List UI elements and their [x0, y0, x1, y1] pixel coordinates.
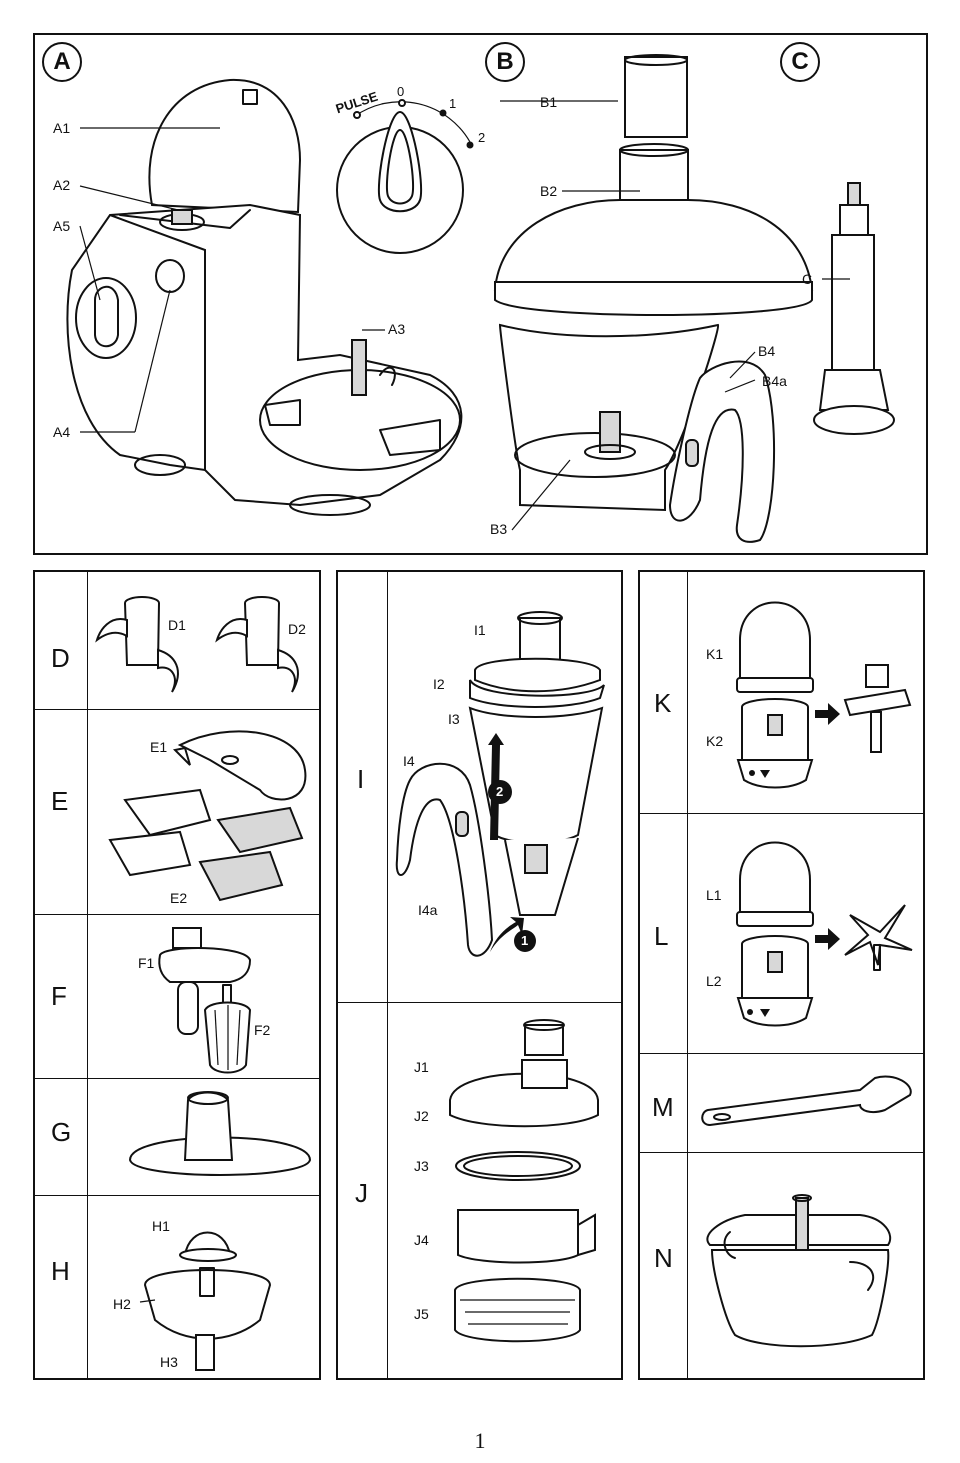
section-l-letter: L — [654, 921, 669, 951]
section-g-letter: G — [51, 1117, 72, 1147]
dial-off-label: 0 — [397, 84, 405, 99]
label-i4a: I4a — [418, 902, 438, 918]
section-f-letter: F — [51, 981, 67, 1011]
section-d-letter: D — [51, 643, 70, 673]
section-j — [336, 1002, 623, 1380]
label-b4a: B4a — [762, 373, 787, 389]
section-a-badge: A — [42, 42, 82, 82]
label-a4: A4 — [53, 424, 71, 440]
label-e1: E1 — [150, 739, 168, 755]
step-1-marker: 1 — [521, 933, 529, 948]
label-h2: H2 — [113, 1296, 131, 1312]
label-b2: B2 — [540, 183, 558, 199]
section-k-letter: K — [654, 688, 672, 718]
label-k1: K1 — [706, 646, 724, 662]
section-n-letter: N — [654, 1243, 673, 1273]
motor-unit-illustration — [66, 54, 895, 543]
section-c-badge: C — [780, 42, 820, 82]
label-b3: B3 — [490, 521, 508, 537]
label-a1: A1 — [53, 120, 71, 136]
label-i4: I4 — [403, 753, 415, 769]
label-i3: I3 — [448, 711, 460, 727]
label-j3: J3 — [414, 1158, 429, 1174]
section-n — [638, 1152, 925, 1380]
label-k2: K2 — [706, 733, 724, 749]
label-a2: A2 — [53, 177, 71, 193]
label-h3: H3 — [160, 1354, 178, 1370]
left-letter-divider — [87, 570, 88, 1380]
label-f1: F1 — [138, 955, 155, 971]
section-m-letter: M — [652, 1092, 674, 1122]
label-i1: I1 — [474, 622, 486, 638]
label-l2: L2 — [706, 973, 722, 989]
label-j2: J2 — [414, 1108, 429, 1124]
dial-high-label: 2 — [478, 130, 486, 145]
section-b-badge: B — [485, 42, 525, 82]
dial-low-label: 1 — [449, 96, 457, 111]
step-2-marker: 2 — [496, 784, 504, 799]
right-letter-divider — [687, 570, 688, 1380]
label-j1: J1 — [414, 1059, 429, 1075]
label-a3: A3 — [388, 321, 406, 337]
label-a5: A5 — [53, 218, 71, 234]
label-d2: D2 — [288, 621, 306, 637]
label-c: C — [802, 271, 813, 287]
label-j5: J5 — [414, 1306, 429, 1322]
label-b4: B4 — [758, 343, 776, 359]
label-l1: L1 — [706, 887, 722, 903]
label-b1: B1 — [540, 94, 558, 110]
label-i2: I2 — [433, 676, 445, 692]
page-number: 1 — [474, 1428, 486, 1453]
section-e-letter: E — [51, 786, 69, 816]
middle-letter-divider — [387, 570, 388, 1380]
section-j-letter: J — [355, 1178, 368, 1208]
label-d1: D1 — [168, 617, 186, 633]
label-f2: F2 — [254, 1022, 271, 1038]
label-h1: H1 — [152, 1218, 170, 1234]
label-e2: E2 — [170, 890, 188, 906]
label-j4: J4 — [414, 1232, 429, 1248]
section-i-letter: I — [357, 764, 365, 794]
section-h — [33, 1195, 321, 1380]
section-h-letter: H — [51, 1256, 70, 1286]
